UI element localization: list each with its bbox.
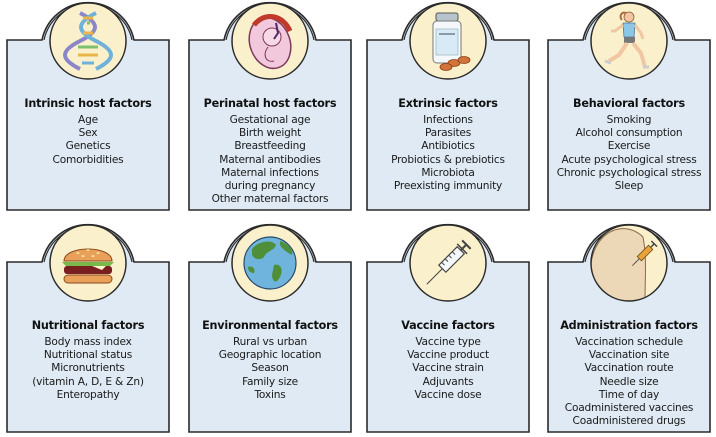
factor-item: Geographic location bbox=[218, 349, 322, 362]
factor-item: Parasites bbox=[424, 127, 472, 140]
runner-icon bbox=[604, 11, 649, 69]
factor-item: Age bbox=[78, 114, 98, 126]
panel-environmental-factors: Environmental factors Rural vs urban Geo… bbox=[188, 217, 352, 437]
factor-item: Season bbox=[251, 362, 289, 375]
factor-list: Rural vs urban Geographic location Seaso… bbox=[188, 336, 352, 402]
panel-title: Behavioral factors bbox=[573, 97, 685, 110]
factor-item: Alcohol consumption bbox=[575, 127, 683, 140]
factor-item: Coadministered vaccines bbox=[564, 402, 694, 415]
factor-item: Preexisting immunity bbox=[393, 180, 503, 193]
factor-item: Breastfeeding bbox=[234, 140, 306, 153]
factor-item: Toxins bbox=[254, 388, 286, 401]
pill-bottle-icon bbox=[432, 12, 471, 71]
panel-extrinsic-factors: Extrinsic factors Infections Parasites A… bbox=[366, 0, 530, 215]
factor-item: Enteropathy bbox=[56, 388, 120, 401]
factor-list: Vaccination schedule Vaccination site Va… bbox=[547, 336, 711, 428]
factor-item: Family size bbox=[242, 375, 298, 388]
factor-item: Sex bbox=[78, 127, 98, 140]
factor-item: Maternal infections bbox=[221, 166, 319, 179]
factor-item: Sleep bbox=[614, 180, 644, 193]
factor-item: Microbiota bbox=[421, 166, 475, 179]
factor-item: Vaccine strain bbox=[412, 362, 484, 375]
panel-title: Perinatal host factors bbox=[203, 97, 337, 110]
factor-item: Needle size bbox=[599, 375, 659, 388]
factor-item: Birth weight bbox=[238, 127, 302, 140]
factor-item: Infections bbox=[423, 114, 473, 126]
factor-item: Vaccination schedule bbox=[575, 336, 683, 348]
factor-list: Age Sex Genetics Comorbidities bbox=[6, 114, 170, 167]
factor-item: Micronutrients bbox=[51, 362, 125, 375]
factor-list: Body mass index Nutritional status Micro… bbox=[6, 336, 170, 402]
panel-title: Environmental factors bbox=[202, 319, 338, 332]
panel-administration-factors: Administration factors Vaccination sched… bbox=[547, 217, 711, 437]
factor-item: Smoking bbox=[606, 114, 652, 126]
panel-behavioral-factors: Behavioral factors Smoking Alcohol consu… bbox=[547, 0, 711, 215]
factor-item: Vaccine product bbox=[407, 349, 489, 362]
factor-item: Acute psychological stress bbox=[561, 153, 697, 166]
factor-item: Vaccination site bbox=[588, 349, 670, 362]
factor-item: Time of day bbox=[598, 388, 660, 401]
factor-item: (vitamin A, D, E & Zn) bbox=[32, 375, 144, 388]
arm-injection-icon bbox=[631, 240, 658, 267]
panel-vaccine-factors: Vaccine factors Vaccine type Vaccine pro… bbox=[366, 217, 530, 437]
panel-intrinsic-host-factors: Intrinsic host factors Age Sex Genetics … bbox=[6, 0, 170, 215]
panel-frame bbox=[188, 223, 352, 433]
panel-title: Administration factors bbox=[560, 319, 698, 332]
fetus-icon bbox=[248, 14, 293, 70]
factor-item: Vaccine type bbox=[415, 336, 481, 348]
factor-list: Infections Parasites Antibiotics Probiot… bbox=[366, 114, 530, 193]
factor-item: Coadministered drugs bbox=[572, 415, 686, 428]
syringe-icon bbox=[426, 239, 472, 285]
factor-list: Vaccine type Vaccine product Vaccine str… bbox=[366, 336, 530, 402]
factor-item: Gestational age bbox=[229, 114, 311, 126]
panel-title: Extrinsic factors bbox=[398, 97, 498, 110]
factor-item: Nutritional status bbox=[43, 349, 133, 362]
factor-item: Exercise bbox=[607, 140, 651, 153]
factor-item: Genetics bbox=[65, 140, 111, 153]
panel-nutritional-factors: Nutritional factors Body mass index Nutr… bbox=[6, 217, 170, 437]
factor-item: Maternal antibodies bbox=[219, 153, 321, 166]
panel-title: Nutritional factors bbox=[31, 319, 145, 332]
factor-item: Adjuvants bbox=[422, 375, 474, 388]
panel-perinatal-host-factors: Perinatal host factors Gestational age B… bbox=[188, 0, 352, 215]
factor-item: during pregnancy bbox=[224, 180, 316, 193]
panel-title: Vaccine factors bbox=[401, 319, 495, 332]
globe-icon bbox=[243, 236, 297, 290]
factor-item: Vaccination route bbox=[584, 362, 674, 375]
factor-item: Rural vs urban bbox=[232, 336, 308, 348]
factor-list: Gestational age Birth weight Breastfeedi… bbox=[188, 114, 352, 206]
factor-item: Body mass index bbox=[44, 336, 132, 348]
factor-item: Chronic psychological stress bbox=[556, 166, 702, 179]
factor-item: Vaccine dose bbox=[414, 388, 482, 401]
factor-item: Antibiotics bbox=[421, 140, 475, 153]
factor-item: Probiotics & prebiotics bbox=[391, 153, 505, 166]
dna-helix-icon bbox=[63, 11, 113, 71]
panel-title: Intrinsic host factors bbox=[24, 97, 152, 110]
panel-frame bbox=[547, 223, 711, 433]
factor-item: Other maternal factors bbox=[211, 193, 329, 206]
factor-list: Smoking Alcohol consumption Exercise Acu… bbox=[547, 114, 711, 193]
burger-icon bbox=[62, 248, 114, 284]
factor-item: Comorbidities bbox=[52, 153, 124, 166]
